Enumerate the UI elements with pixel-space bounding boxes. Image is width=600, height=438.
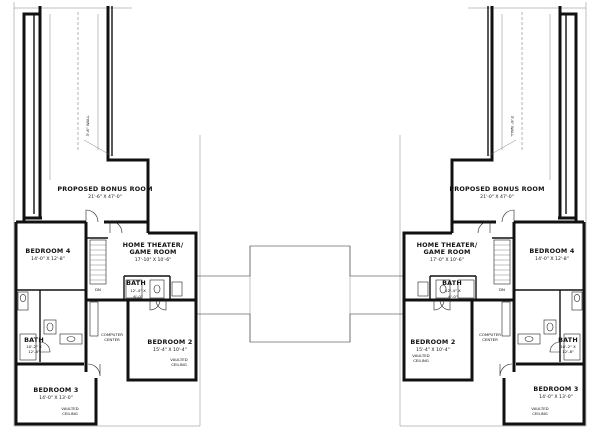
home-theater-name-1: HOME THEATER/ [417,241,478,249]
left-main-walls [14,220,198,426]
right-bonus-room-walls [450,6,578,222]
bedroom2-dims: 15'-4" X 10'-4" [153,347,187,353]
bonus-room-name: PROPOSED BONUS ROOM [57,185,152,193]
vaulted-ceiling-b3-2: CEILING [62,411,78,416]
stair-down-label: DN [95,287,101,292]
right-main-walls [402,220,586,426]
vaulted-ceiling-1: VAULTED [412,353,429,358]
computer-center-1: COMPUTER [479,332,501,337]
bath-upper-dims-2: 6'-0" [133,294,142,299]
right-labels: PROPOSED BONUS ROOM 21'-0" X 47'-0" 3'-6… [410,115,578,416]
bath-upper-dims-1: 12'-4" X [445,288,461,293]
bonus-room-dims: 21'-0" X 47'-0" [480,194,514,200]
bedroom3-name: BEDROOM 3 [533,385,578,393]
bath-lower-dims-2: 12'-8" [562,349,574,354]
bedroom3-name: BEDROOM 3 [33,386,78,394]
left-stairs [89,239,107,285]
left-doors [39,209,167,377]
right-fixtures [417,279,583,361]
bath-lower-dims-2: 12'-8" [28,349,40,354]
bonus-room-name: PROPOSED BONUS ROOM [449,185,544,193]
computer-center-2: CENTER [482,337,498,342]
center-connector [197,245,403,343]
computer-center-1: COMPUTER [101,332,123,337]
bath-upper-name: BATH [126,279,146,287]
left-floor-plan: PROPOSED BONUS ROOM 21'-6" X 47'-0" 3'-6… [13,2,201,427]
bath-upper-name: BATH [442,279,462,287]
vaulted-ceiling-b3-1: VAULTED [531,406,548,411]
bedroom4-dims: 14'-0" X 12'-8" [31,256,65,262]
bedroom3-dims: 14'-0" X 13'-0" [39,395,73,401]
home-theater-name-2: GAME ROOM [129,248,176,256]
vaulted-ceiling-b3-2: CEILING [532,411,548,416]
home-theater-name-1: HOME THEATER/ [123,241,184,249]
bedroom3-dims: 14'-0" X 13'-0" [539,394,573,400]
bath-lower-name: BATH [558,336,578,344]
home-theater-dims: 17'-0" X 10'-6" [430,257,464,263]
vaulted-ceiling-2: CEILING [413,358,429,363]
home-theater-name-2: GAME ROOM [423,248,470,256]
left-labels: PROPOSED BONUS ROOM 21'-6" X 47'-0" 3'-6… [24,115,192,416]
bedroom4-name: BEDROOM 4 [529,247,575,255]
bonus-room-dims: 21'-6" X 47'-0" [88,194,122,200]
wall-note: 3'-6" WALL [510,115,515,137]
bath-upper-dims-2: 6'-0" [448,294,457,299]
left-fixtures [17,279,183,361]
bedroom4-dims: 14'-0" X 12'-8" [535,256,569,262]
bath-upper-dims-1: 12'-4" X [130,288,146,293]
bedroom4-name: BEDROOM 4 [25,247,71,255]
right-doors [433,209,561,377]
bath-lower-dims-1: 10'-2" X [26,344,42,349]
bedroom2-dims: 15'-4" X 10'-4" [416,347,450,353]
bath-lower-dims-1: 10'-2" X [560,344,576,349]
bedroom2-name: BEDROOM 2 [147,338,192,346]
left-bonus-room-walls [22,6,150,222]
vaulted-ceiling-2: CEILING [171,362,187,367]
home-theater-dims: 17'-10" X 10'-6" [135,257,172,263]
computer-center-2: CENTER [104,337,120,342]
right-floor-plan: PROPOSED BONUS ROOM 21'-0" X 47'-0" 3'-6… [399,2,587,427]
bedroom2-name: BEDROOM 2 [410,338,455,346]
wall-note: 3'-6" WALL [85,115,90,137]
right-stairs [493,239,511,285]
vaulted-ceiling-b3-1: VAULTED [61,406,78,411]
vaulted-ceiling-1: VAULTED [170,357,187,362]
stair-down-label: DN [499,287,505,292]
bath-lower-name: BATH [24,336,44,344]
